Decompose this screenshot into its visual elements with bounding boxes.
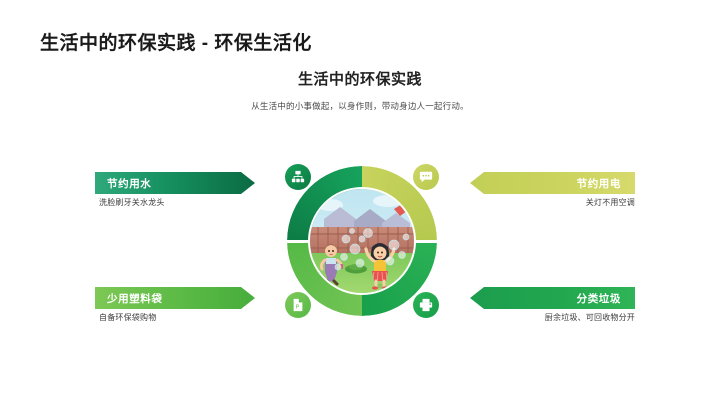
item-banner-top-right[interactable]: 节约用电 bbox=[470, 172, 635, 194]
section-heading: 生活中的环保实践 bbox=[297, 71, 422, 88]
printer-icon[interactable] bbox=[413, 292, 439, 318]
item-label-top-right: 节约用电 bbox=[576, 177, 621, 190]
document-icon[interactable]: P bbox=[285, 292, 311, 318]
comment-icon[interactable] bbox=[413, 164, 439, 190]
item-description-top-left: 洗脸刷牙关水龙头 bbox=[99, 198, 165, 207]
item-label-top-left: 节约用水 bbox=[107, 177, 152, 190]
item-banner-top-left[interactable]: 节约用水 bbox=[95, 172, 255, 194]
page-title: 生活中的环保实践 - 环保生活化 bbox=[40, 33, 312, 54]
item-label-bottom-left: 少用塑料袋 bbox=[107, 292, 163, 305]
sitemap-icon[interactable] bbox=[285, 164, 311, 190]
center-wheel-diagram: P bbox=[285, 164, 439, 318]
item-banner-bottom-left[interactable]: 少用塑料袋 bbox=[95, 287, 255, 309]
item-description-top-right: 关灯不用空调 bbox=[585, 198, 635, 207]
item-banner-bottom-right[interactable]: 分类垃圾 bbox=[470, 287, 635, 309]
section-subtitle: 从生活中的小事做起，以身作则，带动身边人一起行动。 bbox=[251, 101, 469, 111]
item-description-bottom-right: 厨余垃圾、可回收物分开 bbox=[544, 313, 635, 322]
svg-text:P: P bbox=[296, 305, 300, 311]
ring-gap-right bbox=[409, 239, 439, 243]
item-label-bottom-right: 分类垃圾 bbox=[576, 292, 621, 305]
ring-gap-left bbox=[285, 239, 315, 243]
item-description-bottom-left: 自备环保袋购物 bbox=[99, 313, 157, 322]
center-illustration bbox=[308, 187, 416, 295]
